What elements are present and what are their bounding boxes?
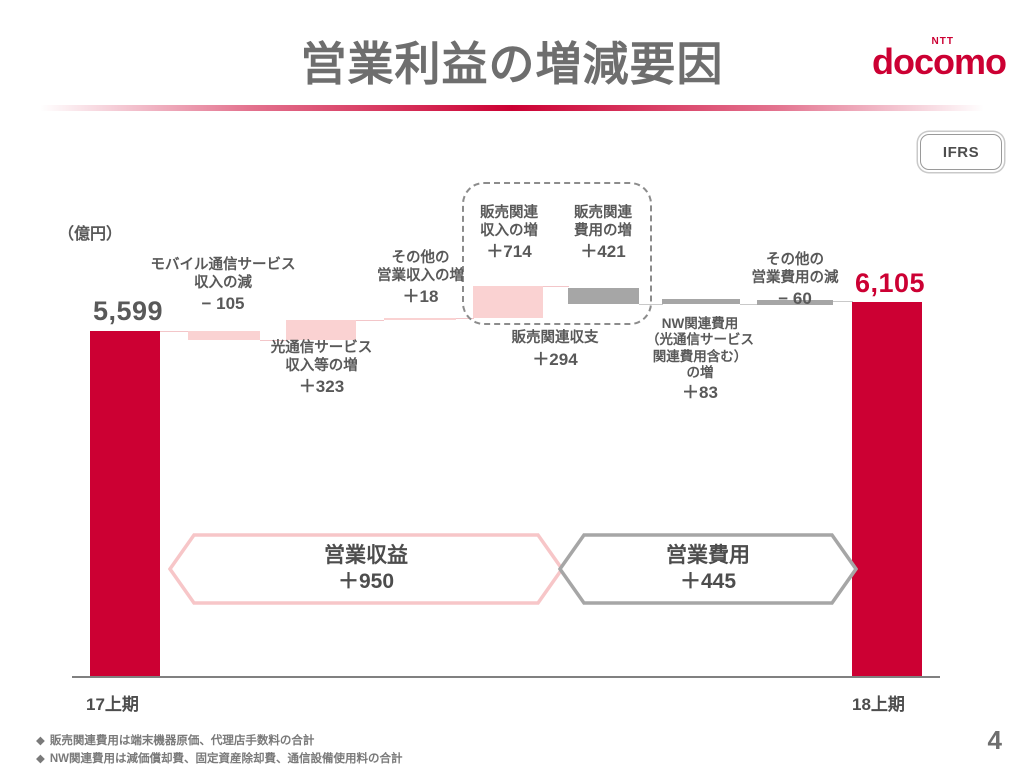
bar-step-sales-expense	[568, 288, 639, 304]
bar-start-total	[90, 331, 160, 676]
page-title: 営業利益の増減要因	[300, 38, 724, 90]
step-label-optical-revenue: 光通信サービス 収入等の増 ＋323	[250, 340, 393, 398]
bar-end-total	[852, 302, 922, 676]
summary-banner-expense: 営業費用 ＋445	[557, 533, 859, 605]
step-label-line4: の増	[686, 365, 714, 381]
step-label-other-revenue: その他の 営業収入の増 ＋18	[358, 250, 483, 308]
summary-banner-expense-text: 営業費用 ＋445	[558, 533, 858, 605]
step-value-sales-revenue: ＋714	[486, 242, 532, 262]
connector-8	[833, 301, 853, 302]
step-label-line1: 販売関連	[574, 205, 632, 221]
docomo-logo: NTT docomo	[866, 36, 1007, 84]
step-label-line2: 収入の増	[480, 222, 538, 239]
step-label-line1: その他の	[391, 250, 450, 266]
hexagon-shape-expense	[557, 533, 859, 605]
connector-5	[543, 286, 569, 287]
step-label-line1: モバイル通信サービス	[150, 257, 296, 273]
logo-docomo-text: docomo	[872, 41, 1007, 82]
connector-4	[456, 318, 474, 319]
footnotes: ◆ 販売関連費用は端末機器原価、代理店手数料の合計 ◆ NW関連費用は減価償却費、固…	[36, 733, 403, 769]
bar-step-mobile-revenue	[188, 331, 260, 340]
step-value-other-expense: − 60	[778, 289, 812, 309]
footnote-1-text: 販売関連費用は端末機器原価、代理店手数料の合計	[49, 735, 315, 747]
step-label-nw-expense: NW関連費用 （光通信サービス 関連費用含む） の増 ＋83	[630, 316, 770, 404]
step-label-line1: その他の	[766, 252, 824, 268]
bar-step-nw-expense	[662, 299, 740, 304]
summary-banner-revenue-text: 営業収益 ＋950	[168, 533, 564, 605]
step-label-other-expense: その他の 営業費用の減 − 60	[735, 252, 855, 310]
diamond-bullet-icon: ◆	[36, 752, 45, 765]
chart-baseline	[72, 676, 940, 678]
page-number: 4	[987, 725, 1002, 755]
bar-step-sales-revenue	[473, 286, 543, 318]
summary-banner-revenue: 営業収益 ＋950	[167, 533, 565, 605]
step-label-line1: 販売関連	[480, 205, 538, 221]
step-value-optical-revenue: ＋323	[298, 377, 345, 397]
summary-banner-revenue-value: ＋950	[337, 570, 395, 593]
value-label-start-total: 5,599	[93, 296, 164, 326]
step-label-line2: 費用の増	[574, 222, 632, 239]
group-box-sales-related	[462, 182, 652, 325]
bar-step-other-expense	[757, 300, 833, 305]
axis-label-start-period: 17上期	[86, 695, 139, 714]
unit-label: （億円）	[58, 226, 123, 243]
step-label-line2: 営業費用の減	[751, 269, 839, 286]
summary-banner-expense-label: 営業費用	[666, 543, 750, 567]
summary-banner-revenue-label: 営業収益	[324, 543, 408, 567]
step-label-line1: 光通信サービス	[270, 340, 373, 356]
value-label-end-total: 6,105	[855, 268, 926, 298]
connector-3	[356, 320, 384, 321]
logo-ntt-text: NTT	[931, 36, 954, 47]
footnote-2: ◆ NW関連費用は減価償却費、固定資産除却費、通信設備使用料の合計	[36, 751, 403, 769]
title-divider	[40, 105, 984, 111]
step-label-line2: （光通信サービス	[646, 332, 754, 348]
step-label-line2: 収入の減	[194, 274, 252, 291]
step-value-mobile-revenue: − 105	[201, 294, 245, 314]
step-label-line2: 収入等の増	[285, 357, 358, 374]
footnote-2-text: NW関連費用は減価償却費、固定資産除却費、通信設備使用料の合計	[49, 752, 403, 765]
step-value-other-revenue: ＋18	[402, 287, 439, 307]
summary-banner-expense-value: ＋445	[679, 570, 737, 593]
status-badge-ifrs: IFRS	[920, 134, 1002, 170]
axis-label-end-period: 18上期	[852, 695, 905, 714]
footnote-1: ◆ 販売関連費用は端末機器原価、代理店手数料の合計	[36, 733, 403, 751]
connector-1	[160, 331, 190, 332]
step-label-line2: 営業収入の増	[377, 267, 464, 284]
step-value-nw-expense: ＋83	[682, 382, 718, 402]
connector-6	[639, 304, 663, 305]
group-box-caption: 販売関連収支 ＋294	[475, 330, 635, 370]
connector-2	[260, 340, 286, 341]
step-label-line1: NW関連費用	[661, 316, 739, 331]
step-label-line3: 関連費用含む）	[652, 348, 748, 364]
step-value-sales-expense: ＋421	[580, 242, 626, 262]
hexagon-shape-revenue	[167, 533, 565, 605]
bar-step-other-revenue	[384, 318, 456, 320]
step-label-mobile-revenue: モバイル通信サービス 収入の減 − 105	[148, 257, 298, 315]
group-caption-line2: ＋294	[532, 349, 578, 369]
bar-step-optical-revenue	[286, 320, 356, 340]
diamond-bullet-icon: ◆	[36, 735, 45, 747]
step-label-sales-expense: 販売関連 費用の増 ＋421	[564, 205, 642, 263]
step-label-sales-revenue: 販売関連 収入の増 ＋714	[470, 205, 548, 263]
group-caption-line1: 販売関連収支	[511, 330, 599, 346]
connector-7	[740, 304, 758, 305]
